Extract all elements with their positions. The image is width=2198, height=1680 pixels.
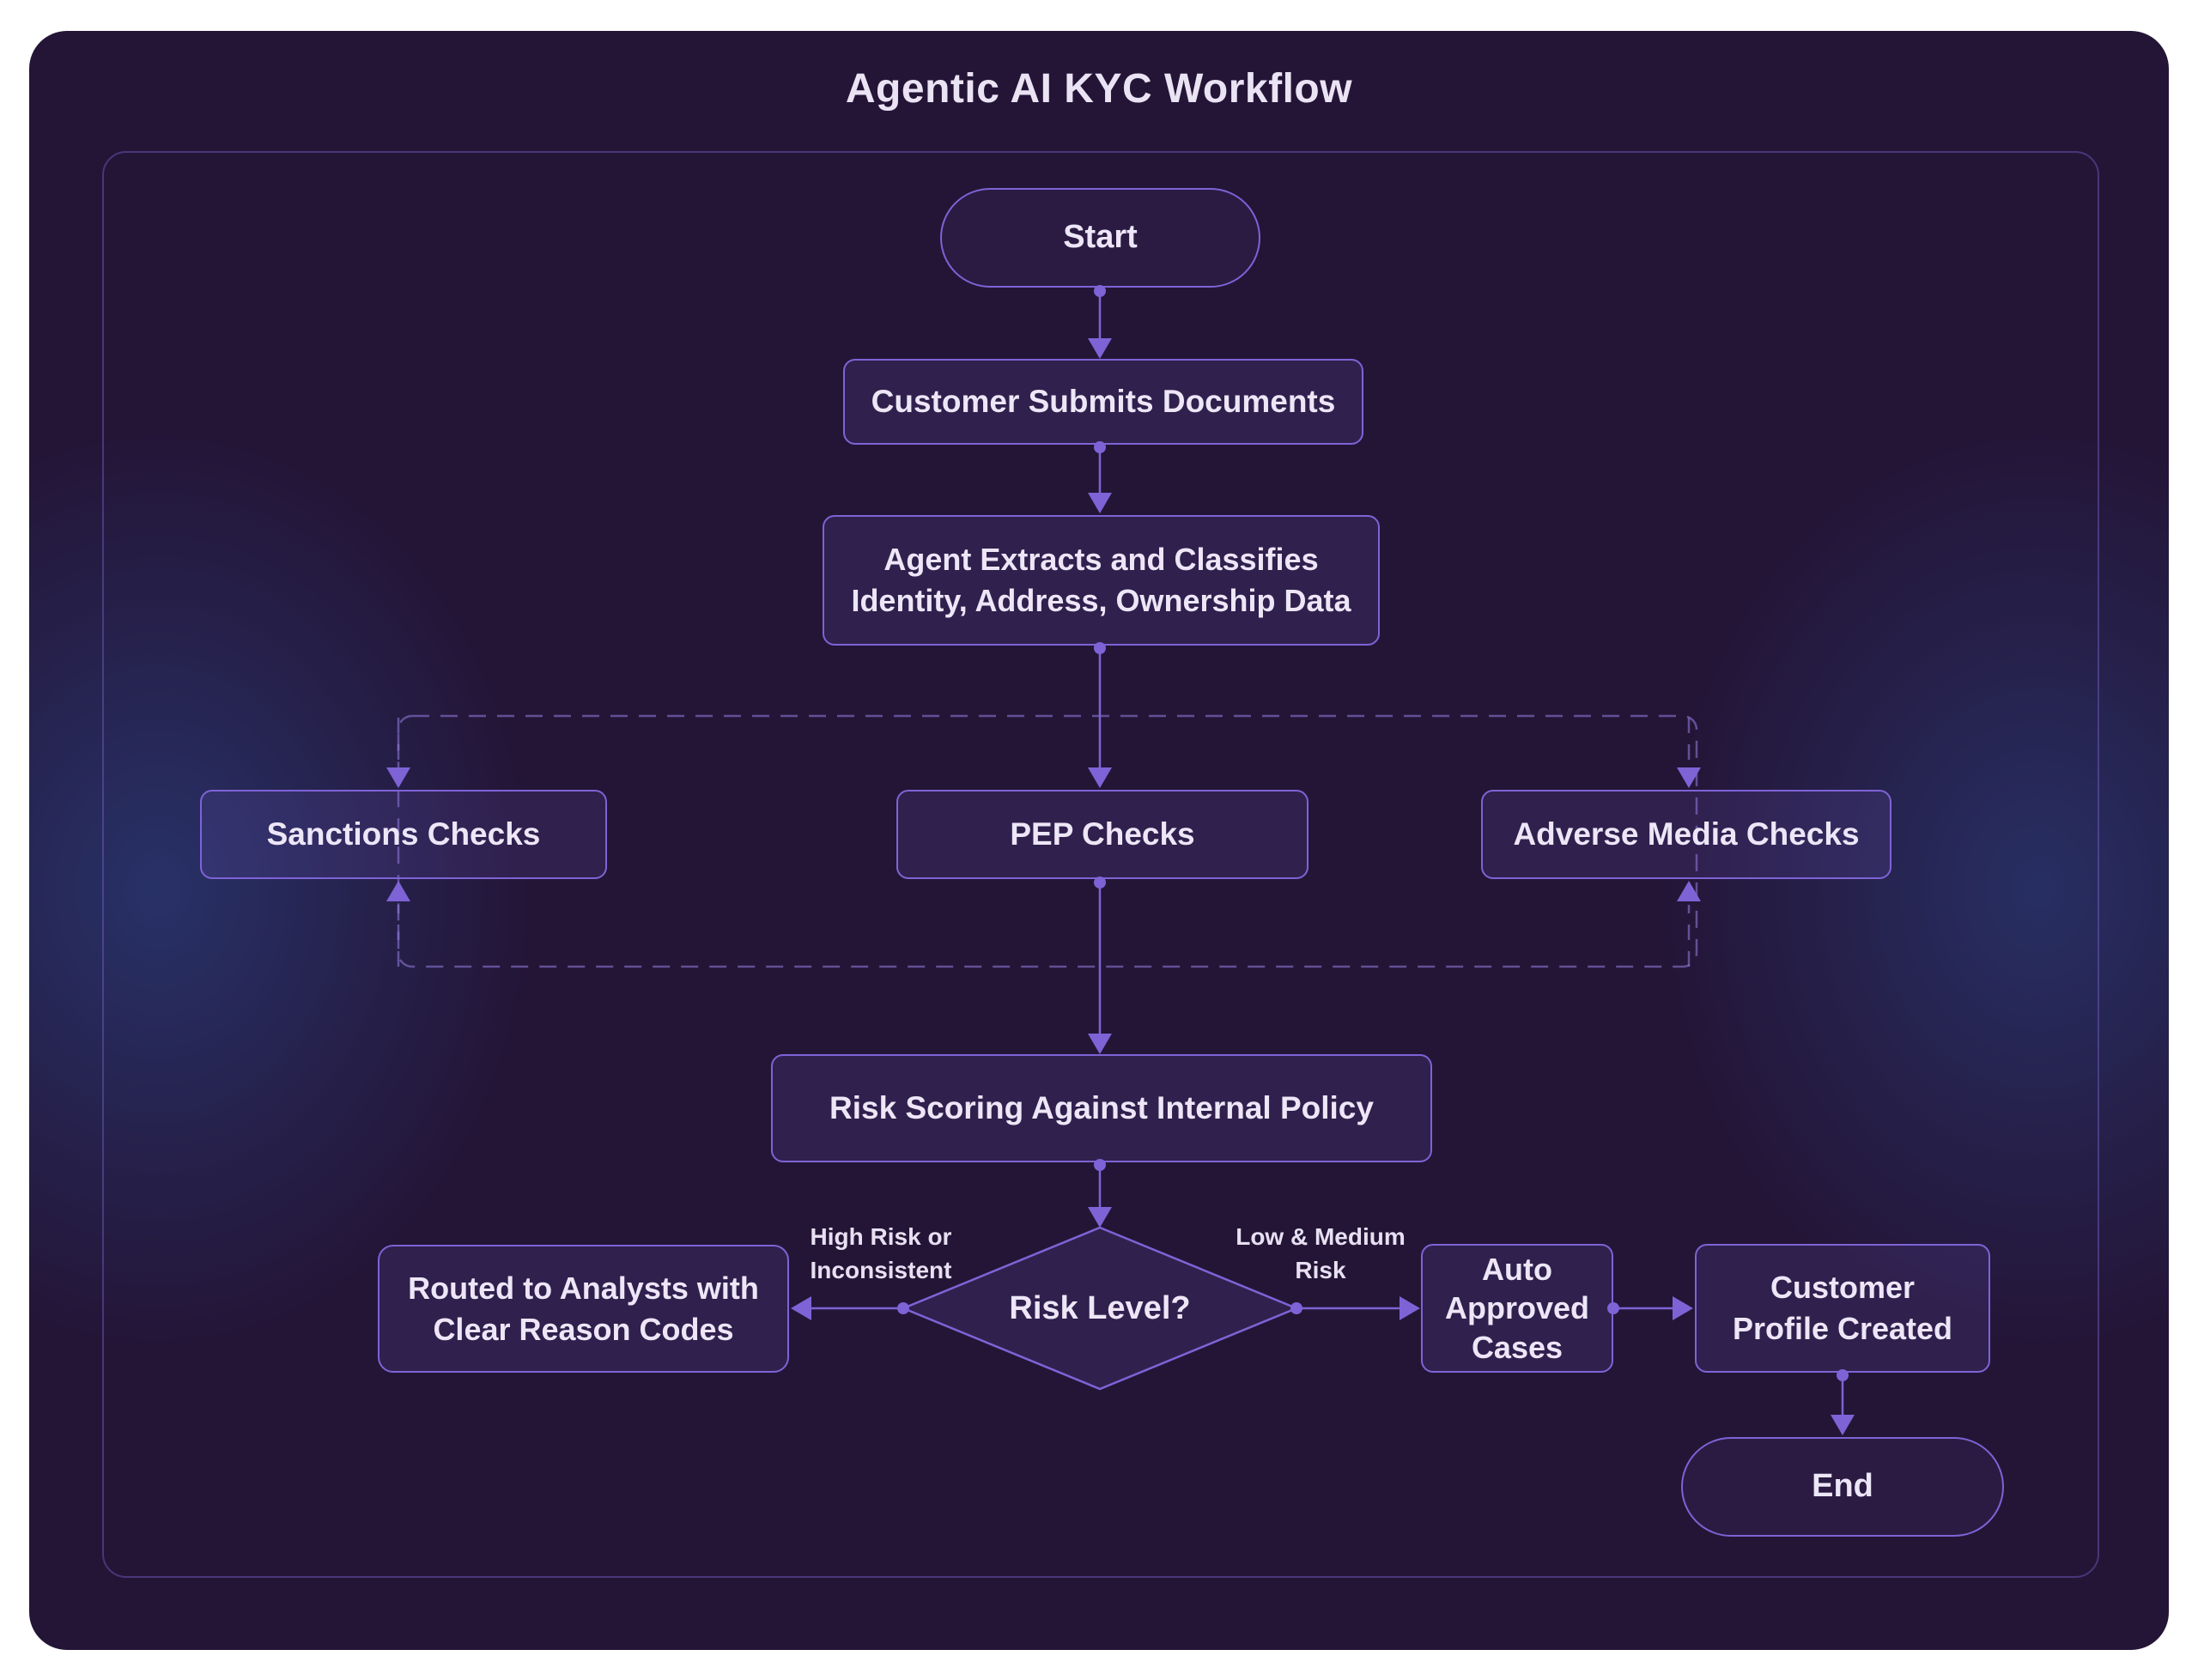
edge-label-low-medium-risk: Low & Medium Risk [1236, 1223, 1406, 1284]
node-adverse-media-checks: Adverse Media Checks [1481, 790, 1891, 879]
node-agent-extracts-classifies: Agent Extracts and Classifies Identity, … [823, 515, 1380, 646]
node-pep-checks: PEP Checks [896, 790, 1308, 879]
edge-auto-to-profile [1607, 1296, 1693, 1320]
node-risk-level-label: Risk Level? [1009, 1289, 1191, 1326]
edge-decision-to-routed [791, 1296, 909, 1320]
node-auto-approved-cases: Auto Approved Cases [1421, 1244, 1613, 1373]
edge-group-to-adverse-bottom [1677, 881, 1701, 967]
edge-group-to-sanctions-bottom [386, 881, 410, 967]
node-routed-to-analysts: Routed to Analysts with Clear Reason Cod… [378, 1245, 789, 1373]
edge-pep-to-risk [1088, 876, 1112, 1054]
node-risk-scoring: Risk Scoring Against Internal Policy [771, 1054, 1432, 1162]
edge-group-to-adverse-top [1677, 718, 1701, 788]
edge-profile-to-end [1831, 1369, 1855, 1435]
edge-label-high-risk: High Risk or Inconsistent [810, 1223, 952, 1284]
edge-start-to-submit [1088, 285, 1112, 359]
edge-submit-to-extract [1088, 441, 1112, 513]
edge-group-to-sanctions-top [386, 718, 410, 788]
risk-level-diamond [900, 1226, 1300, 1391]
node-customer-profile-created: Customer Profile Created [1695, 1244, 1990, 1373]
node-start: Start [940, 188, 1260, 288]
node-customer-submits-documents: Customer Submits Documents [843, 359, 1363, 445]
diagram-title: Agentic AI KYC Workflow [845, 66, 1353, 112]
diagram-frame [102, 151, 2099, 1578]
node-end: End [1681, 1437, 2004, 1537]
node-sanctions-checks: Sanctions Checks [200, 790, 607, 879]
edge-risk-to-decision [1088, 1159, 1112, 1228]
edge-decision-to-auto [1290, 1296, 1420, 1320]
checks-subgraph-border [397, 714, 1698, 968]
